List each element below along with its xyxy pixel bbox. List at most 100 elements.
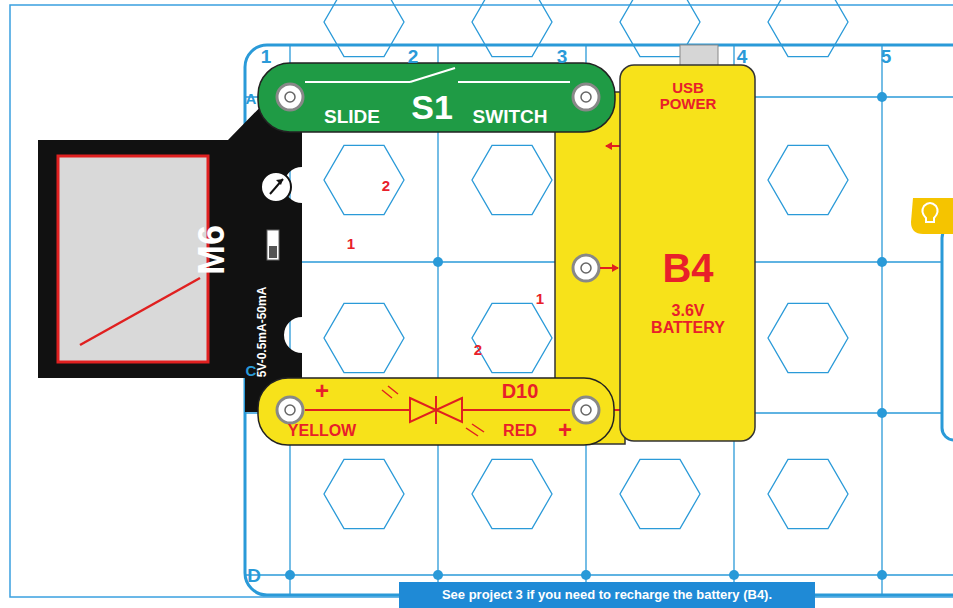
part-label: 3.6V BATTERY (638, 303, 738, 337)
grid-hole (472, 303, 552, 372)
grid-dot (581, 92, 591, 102)
caption-banner: See project 3 if you need to recharge th… (399, 582, 815, 608)
grid-hole (324, 303, 404, 372)
part-label: SLIDE (324, 107, 380, 127)
grid-dot (285, 570, 295, 580)
grid-hole (768, 303, 848, 372)
grid-hole (324, 0, 404, 57)
meter-icon-head (276, 179, 283, 185)
grid-dot (285, 92, 295, 102)
part-rating: 5V-0.5mA-50mA (256, 287, 269, 378)
snap-center (581, 405, 591, 415)
grid-dot (877, 257, 887, 267)
led-bar (435, 396, 437, 424)
grid-column-number: 2 (408, 47, 419, 66)
base-grid (245, 0, 953, 595)
level-number: 2 (382, 178, 390, 193)
arrow-head (605, 142, 612, 150)
level-number: 1 (536, 291, 544, 306)
grid-hole (768, 459, 848, 528)
level-number: 2 (474, 342, 482, 357)
snap (573, 255, 599, 281)
grid-border (245, 45, 953, 595)
grid-hole (324, 145, 404, 214)
grid-column-number: 1 (261, 47, 272, 66)
range-slider (269, 246, 277, 258)
meter-part: M6 5V-0.5mA-50mA (38, 97, 302, 412)
switch-wire (305, 81, 410, 83)
light-ray (382, 390, 392, 398)
grid-row-letter: A (246, 91, 257, 106)
led-wire (462, 409, 570, 411)
meter-body (38, 97, 302, 412)
light-ray (388, 386, 398, 394)
caption-text: See project 3 if you need to recharge th… (442, 587, 772, 602)
switch-blade (410, 68, 455, 82)
part-label: USB POWER (648, 80, 728, 112)
meter-icon-arrow (270, 179, 283, 194)
grid-hole (324, 459, 404, 528)
meter-icon (261, 172, 291, 202)
grid-line (881, 45, 882, 595)
led-body (258, 378, 614, 445)
snap-center (285, 405, 295, 415)
part-id: B4 (662, 247, 713, 289)
part-id: S1 (411, 90, 453, 126)
switch-s1 (258, 63, 615, 132)
grid-dot (433, 257, 443, 267)
grid-column-number: 5 (881, 47, 892, 66)
level-number: 1 (347, 236, 355, 251)
battery-body (620, 65, 755, 441)
part-id: M6 (193, 225, 231, 275)
snap (573, 397, 599, 423)
led-wire (305, 409, 410, 411)
light-ray (472, 424, 484, 432)
grid-hole (620, 459, 700, 528)
led-d10 (258, 378, 614, 445)
polarity-mark: + (315, 378, 329, 403)
snap (277, 397, 303, 423)
snap-center (581, 263, 591, 273)
grid-dot (729, 570, 739, 580)
arrow-head (612, 264, 619, 272)
snap-center (285, 92, 295, 102)
color-label: RED (503, 423, 537, 440)
range-switch (267, 230, 279, 260)
grid-hole (768, 0, 848, 57)
grid-dot (581, 570, 591, 580)
grid-column-number: 4 (737, 47, 748, 66)
light-ray (466, 428, 478, 436)
switch-part: SLIDE S1 SWITCH (258, 63, 615, 132)
meter-m6 (38, 97, 302, 412)
grid-dot (877, 570, 887, 580)
grid-hole (472, 145, 552, 214)
meter-face (58, 156, 208, 362)
grid-row-letter: D (247, 566, 261, 585)
snap (277, 84, 303, 110)
part-label: SWITCH (473, 107, 548, 127)
led-part: + D10YELLOW RED + (258, 378, 614, 445)
grid-hole (472, 0, 552, 57)
snap-center (581, 92, 591, 102)
color-label: YELLOW (288, 423, 356, 440)
grid-dot (433, 570, 443, 580)
part-id: D10 (502, 381, 539, 402)
bulb-icon (922, 203, 937, 222)
grid-hole (472, 459, 552, 528)
switch-wire (458, 81, 570, 83)
meter-needle (80, 278, 200, 345)
grid-row-letter: C (246, 363, 257, 378)
grid-column-number: 3 (557, 47, 568, 66)
grid-hole (768, 145, 848, 214)
tip-bulb (911, 198, 953, 234)
snap (573, 84, 599, 110)
battery-part: USB POWER B4 3.6V BATTERY (555, 45, 755, 445)
grid-dot (877, 408, 887, 418)
polarity-mark: + (558, 417, 572, 442)
grid-dot (877, 92, 887, 102)
grid-line (245, 574, 953, 575)
switch-body (258, 63, 615, 132)
